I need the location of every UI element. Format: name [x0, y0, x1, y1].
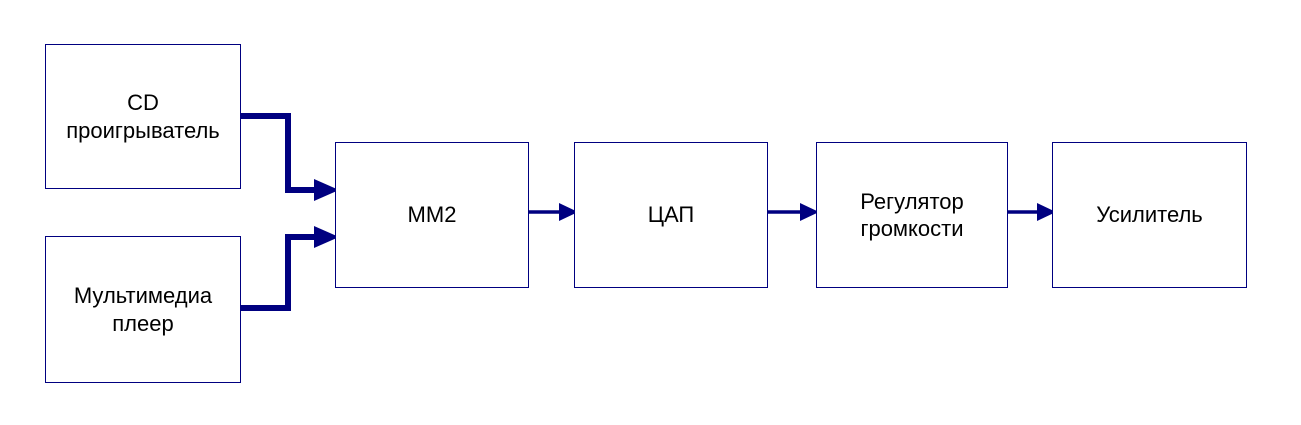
- edge-mm2-to-dac: [529, 203, 578, 221]
- edge-cd-to-mm2: [241, 113, 339, 201]
- edge-mmplayer-to-mm2: [241, 226, 339, 311]
- node-amplifier-label: Усилитель: [1096, 202, 1203, 228]
- node-cd-player-label: CD проигрыватель: [66, 90, 220, 143]
- node-dac[interactable]: ЦАП: [574, 142, 768, 288]
- node-multimedia-player[interactable]: Мультимедиа плеер: [45, 236, 241, 383]
- node-volume-control-label: Регулятор громкости: [860, 188, 964, 242]
- node-volume-control[interactable]: Регулятор громкости: [816, 142, 1008, 288]
- node-cd-player[interactable]: CD проигрыватель: [45, 44, 241, 189]
- edge-volume-to-amp: [1008, 203, 1056, 221]
- node-multimedia-player-label: Мультимедиа плеер: [73, 283, 213, 336]
- edge-dac-to-volume: [768, 203, 819, 221]
- node-amplifier[interactable]: Усилитель: [1052, 142, 1247, 288]
- node-dac-label: ЦАП: [647, 202, 695, 228]
- node-mm2-label: MM2: [407, 202, 457, 228]
- node-mm2[interactable]: MM2: [335, 142, 529, 288]
